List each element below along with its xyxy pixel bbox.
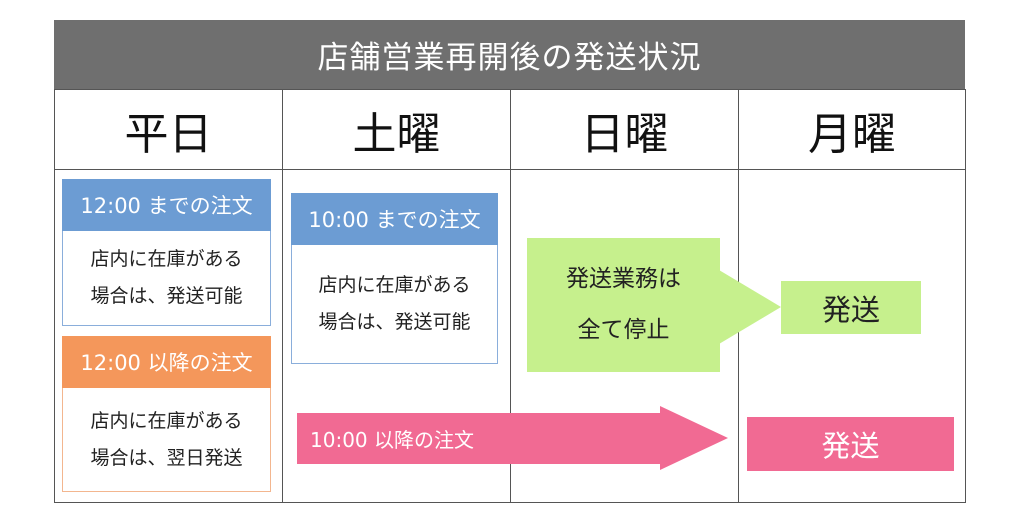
saturday-after-arrowhead [660, 406, 728, 470]
weekday-before-body: 店内に在庫がある 場合は、発送可能 [62, 231, 271, 326]
saturday-before-line-2: 場合は、発送可能 [318, 311, 471, 333]
monday-ship-green: 発送 [781, 281, 921, 334]
diagram-title: 店舗営業再開後の発送状況 [54, 20, 965, 89]
saturday-before-label: 10:00 までの注文 [291, 193, 498, 245]
sunday-suspended-callout: 発送業務は 全て停止 [527, 238, 720, 372]
sunday-callout-line-1: 発送業務は [566, 266, 681, 292]
monday-ship-pink: 発送 [747, 417, 954, 471]
column-header-monday: 月曜 [808, 109, 896, 160]
weekday-before-label: 12:00 までの注文 [62, 179, 271, 231]
grid-line-top [54, 89, 966, 90]
weekday-after-line-2: 場合は、翌日発送 [90, 446, 243, 469]
column-header-sunday: 日曜 [580, 109, 669, 160]
grid-line-bottom [54, 502, 966, 503]
grid-line-col2 [510, 89, 511, 503]
weekday-before-line-2: 場合は、発送可能 [90, 285, 243, 307]
saturday-before-line-1: 店内に在庫がある [318, 274, 471, 296]
grid-line-left [54, 89, 55, 503]
weekday-after-line-1: 店内に在庫がある [90, 409, 243, 432]
column-header-saturday: 土曜 [352, 109, 441, 160]
saturday-before-body: 店内に在庫がある 場合は、発送可能 [291, 245, 498, 364]
weekday-after-box: 12:00 以降の注文 店内に在庫がある 場合は、翌日発送 [62, 336, 271, 492]
grid-line-col1 [282, 89, 283, 503]
saturday-before-box: 10:00 までの注文 店内に在庫がある 場合は、発送可能 [291, 193, 498, 364]
sunday-callout-pointer [719, 270, 781, 344]
saturday-after-label: 10:00 以降の注文 [310, 428, 474, 452]
weekday-after-label: 12:00 以降の注文 [62, 336, 271, 388]
weekday-before-box: 12:00 までの注文 店内に在庫がある 場合は、発送可能 [62, 179, 271, 326]
grid-line-header [54, 169, 966, 170]
sunday-callout-line-2: 全て停止 [577, 317, 670, 343]
weekday-before-line-1: 店内に在庫がある [90, 248, 243, 270]
grid-line-right [965, 89, 966, 503]
column-header-weekday: 平日 [124, 109, 213, 160]
weekday-after-body: 店内に在庫がある 場合は、翌日発送 [62, 388, 271, 492]
saturday-after-arrow: 10:00 以降の注文 [297, 413, 661, 464]
